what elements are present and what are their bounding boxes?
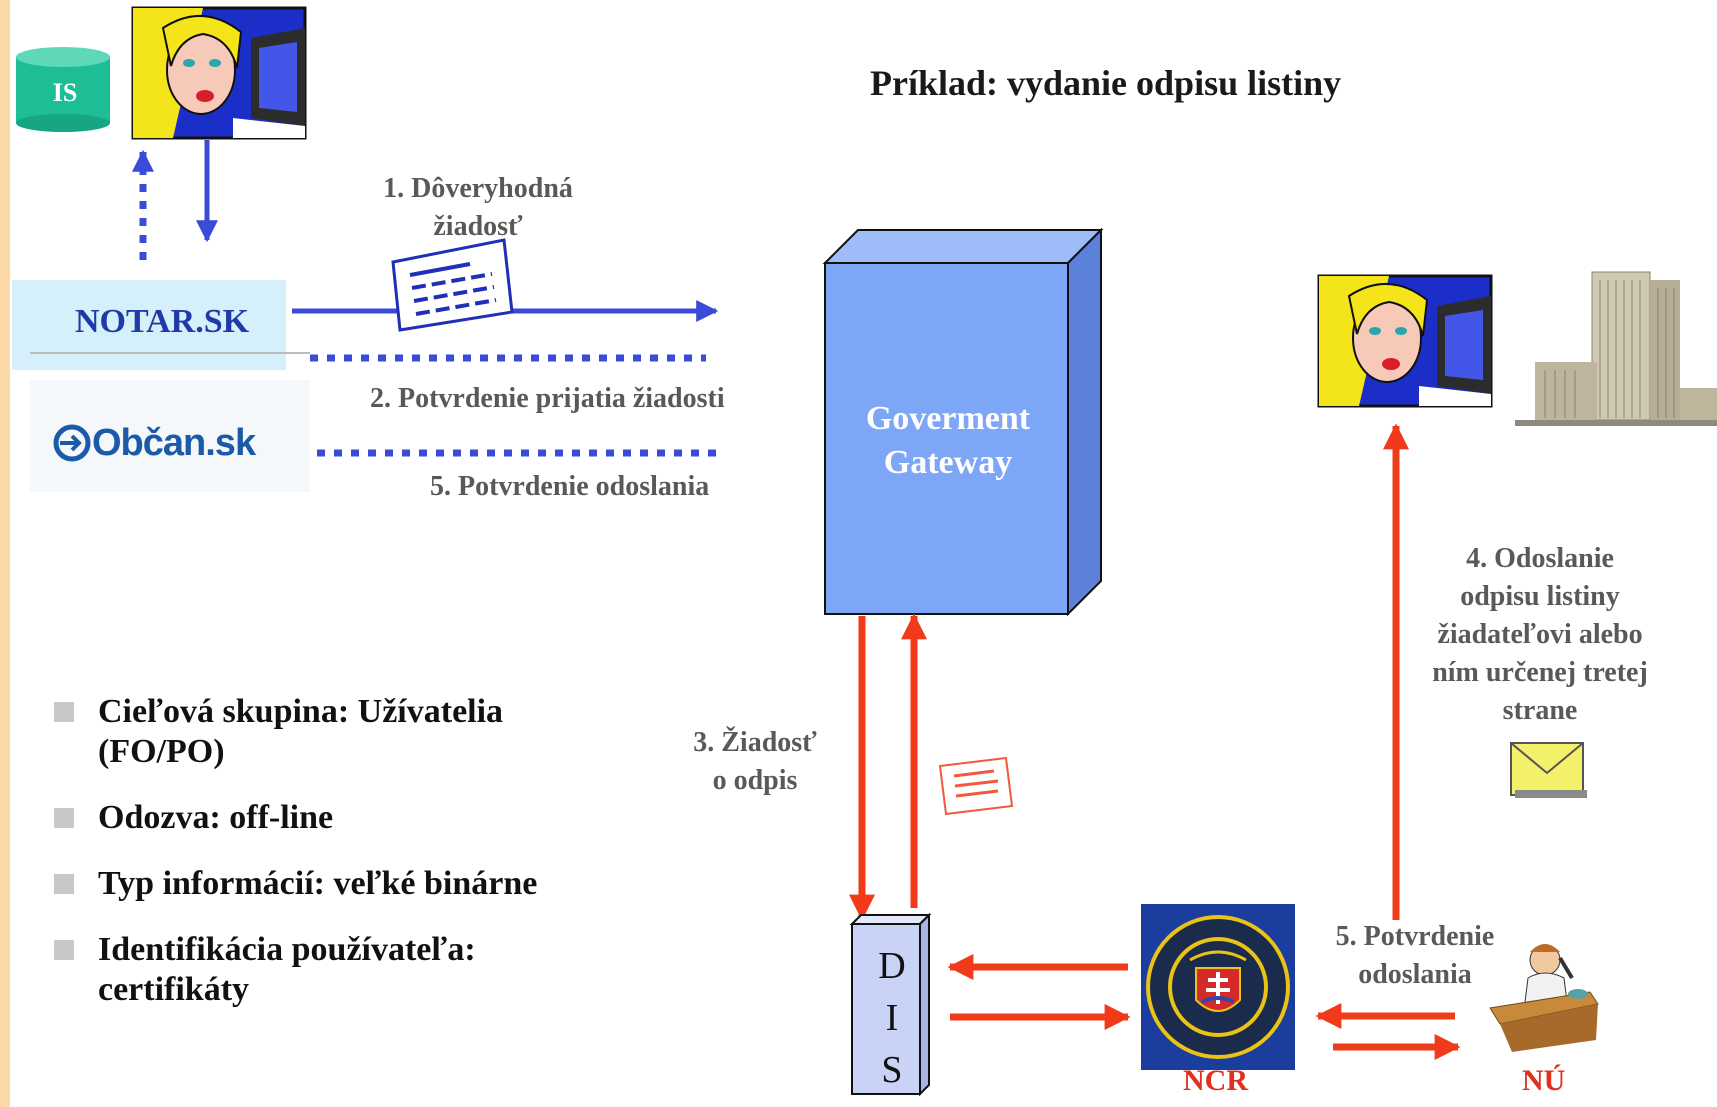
red-document-icon: [938, 756, 1014, 816]
bullet-response: Odozva: off-line: [52, 798, 612, 838]
bullet-identification: Identifikácia používateľa: certifikáty: [52, 930, 612, 1010]
step4-line3: žiadateľovi alebo: [1437, 619, 1643, 650]
bullet4-line1: Identifikácia používateľa:: [98, 931, 476, 968]
user-at-computer-icon: [131, 6, 307, 140]
step3-line1: 3. Žiadosť: [693, 727, 817, 758]
dis-box: [849, 912, 932, 1097]
step5-dispatch-label: 5. Potvrdenie odoslania: [1300, 918, 1530, 994]
step1-line2: žiadosť: [433, 211, 523, 242]
is-label: IS: [52, 78, 78, 107]
bullet3-line1: Typ informácií: veľké binárne: [98, 865, 538, 902]
obcan-label: Občan.sk: [92, 422, 256, 464]
bullet-list: Cieľová skupina: Užívatelia (FO/PO) Odoz…: [52, 692, 612, 1036]
step1-label: 1. Dôveryhodná žiadosť: [358, 170, 598, 246]
notary-clerk-icon: [1489, 944, 1599, 1052]
bullet1-line1: Cieľová skupina: Užívatelia: [98, 693, 504, 730]
ncr-label: NCR: [1183, 1064, 1248, 1097]
step4-line1: 4. Odoslanie: [1466, 543, 1614, 574]
left-accent-strip: [0, 0, 10, 1107]
gateway-line2: Gateway: [883, 444, 1013, 481]
ncr-seal-logo: [1141, 904, 1295, 1070]
bullet-target-group: Cieľová skupina: Užívatelia (FO/PO): [52, 692, 612, 772]
dis-letter-d: D: [878, 945, 906, 987]
step5b-line1: 5. Potvrdenie: [1335, 921, 1495, 952]
bullet-square-icon: [54, 702, 74, 722]
gateway-line1: Goverment: [865, 400, 1031, 437]
step3-line2: o odpis: [712, 765, 798, 796]
bullet2-line1: Odozva: off-line: [98, 799, 334, 836]
step4-label: 4. Odoslanie odpisu listiny žiadateľovi …: [1390, 540, 1690, 730]
nu-label: NÚ: [1522, 1064, 1566, 1097]
obcan-panel: [30, 380, 310, 492]
government-gateway-box: [822, 227, 1104, 617]
recipient-at-computer-icon: [1317, 274, 1493, 408]
step3-label: 3. Žiadosť o odpis: [670, 724, 840, 800]
step4-line2: odpisu listiny: [1460, 581, 1620, 612]
notar-divider: [30, 352, 310, 354]
bullet4-line2: certifikáty: [98, 971, 250, 1008]
step4-line5: strane: [1502, 695, 1578, 726]
step5b-line2: odoslania: [1358, 959, 1472, 990]
bullet-info-type: Typ informácií: veľké binárne: [52, 864, 612, 904]
is-database-icon: [16, 47, 110, 132]
bullet1-line2: (FO/PO): [98, 733, 225, 770]
bullet-square-icon: [54, 874, 74, 894]
step4-line4: ním určenej tretej: [1432, 657, 1648, 688]
bullet-square-icon: [54, 940, 74, 960]
envelope-icon: [1510, 742, 1587, 798]
step2-label: 2. Potvrdenie prijatia žiadosti: [370, 383, 725, 414]
bullet-square-icon: [54, 808, 74, 828]
obcan-logo: Občan.sk: [52, 422, 256, 465]
dis-label: D I S: [852, 940, 932, 1096]
arrow-circle-icon: [53, 424, 91, 462]
notar-label: NOTAR.SK: [74, 303, 250, 340]
step1-line1: 1. Dôveryhodná: [383, 173, 573, 204]
dis-letter-s: S: [881, 1049, 903, 1091]
dis-letter-i: I: [885, 997, 899, 1039]
request-document-icon: [391, 238, 514, 332]
slide-title: Príklad: vydanie odpisu listiny: [870, 63, 1342, 103]
office-building-icon: [1515, 271, 1717, 426]
step5-confirm-label: 5. Potvrdenie odoslania: [430, 471, 710, 502]
notar-panel: [12, 280, 286, 370]
gateway-label: Goverment Gateway: [838, 397, 1058, 485]
